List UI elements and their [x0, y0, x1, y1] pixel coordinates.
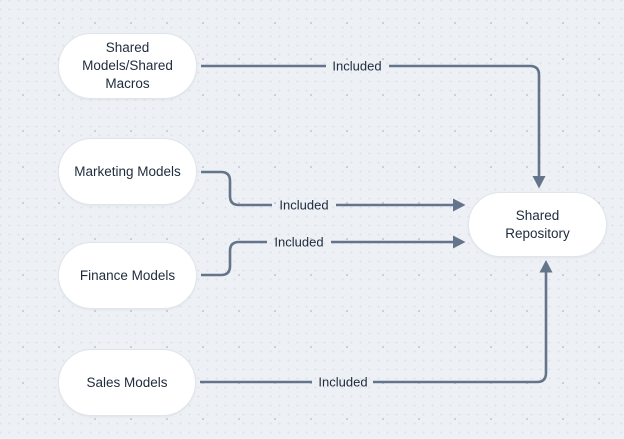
node-label: Shared Repository [505, 207, 570, 241]
edge-label-included: Included [332, 58, 382, 74]
edge-label-included: Included [279, 197, 329, 213]
arrowhead-right-icon [453, 235, 466, 249]
edge-label-included: Included [318, 374, 368, 390]
node-label: Shared Models/Shared Macros [82, 40, 173, 91]
node-label: Marketing Models [74, 163, 181, 179]
node-sales-models[interactable]: Sales Models [58, 349, 196, 416]
node-marketing-models[interactable]: Marketing Models [58, 138, 197, 205]
node-shared-models-shared-macros[interactable]: Shared Models/Shared Macros [58, 33, 197, 99]
connector-sales-seg2 [373, 272, 548, 384]
arrowhead-down-icon [532, 176, 546, 189]
edge-label-included: Included [274, 234, 324, 250]
node-label: Sales Models [86, 374, 168, 390]
arrowhead-right-icon [453, 198, 466, 212]
connector-shared-models-seg2 [389, 64, 541, 177]
node-label: Finance Models [79, 267, 176, 283]
node-shared-repository[interactable]: Shared Repository [468, 192, 607, 257]
node-finance-models[interactable]: Finance Models [58, 242, 197, 309]
connector-finance-seg1 [201, 240, 267, 277]
connector-marketing-seg1 [201, 170, 272, 207]
arrowhead-up-icon [539, 260, 553, 273]
